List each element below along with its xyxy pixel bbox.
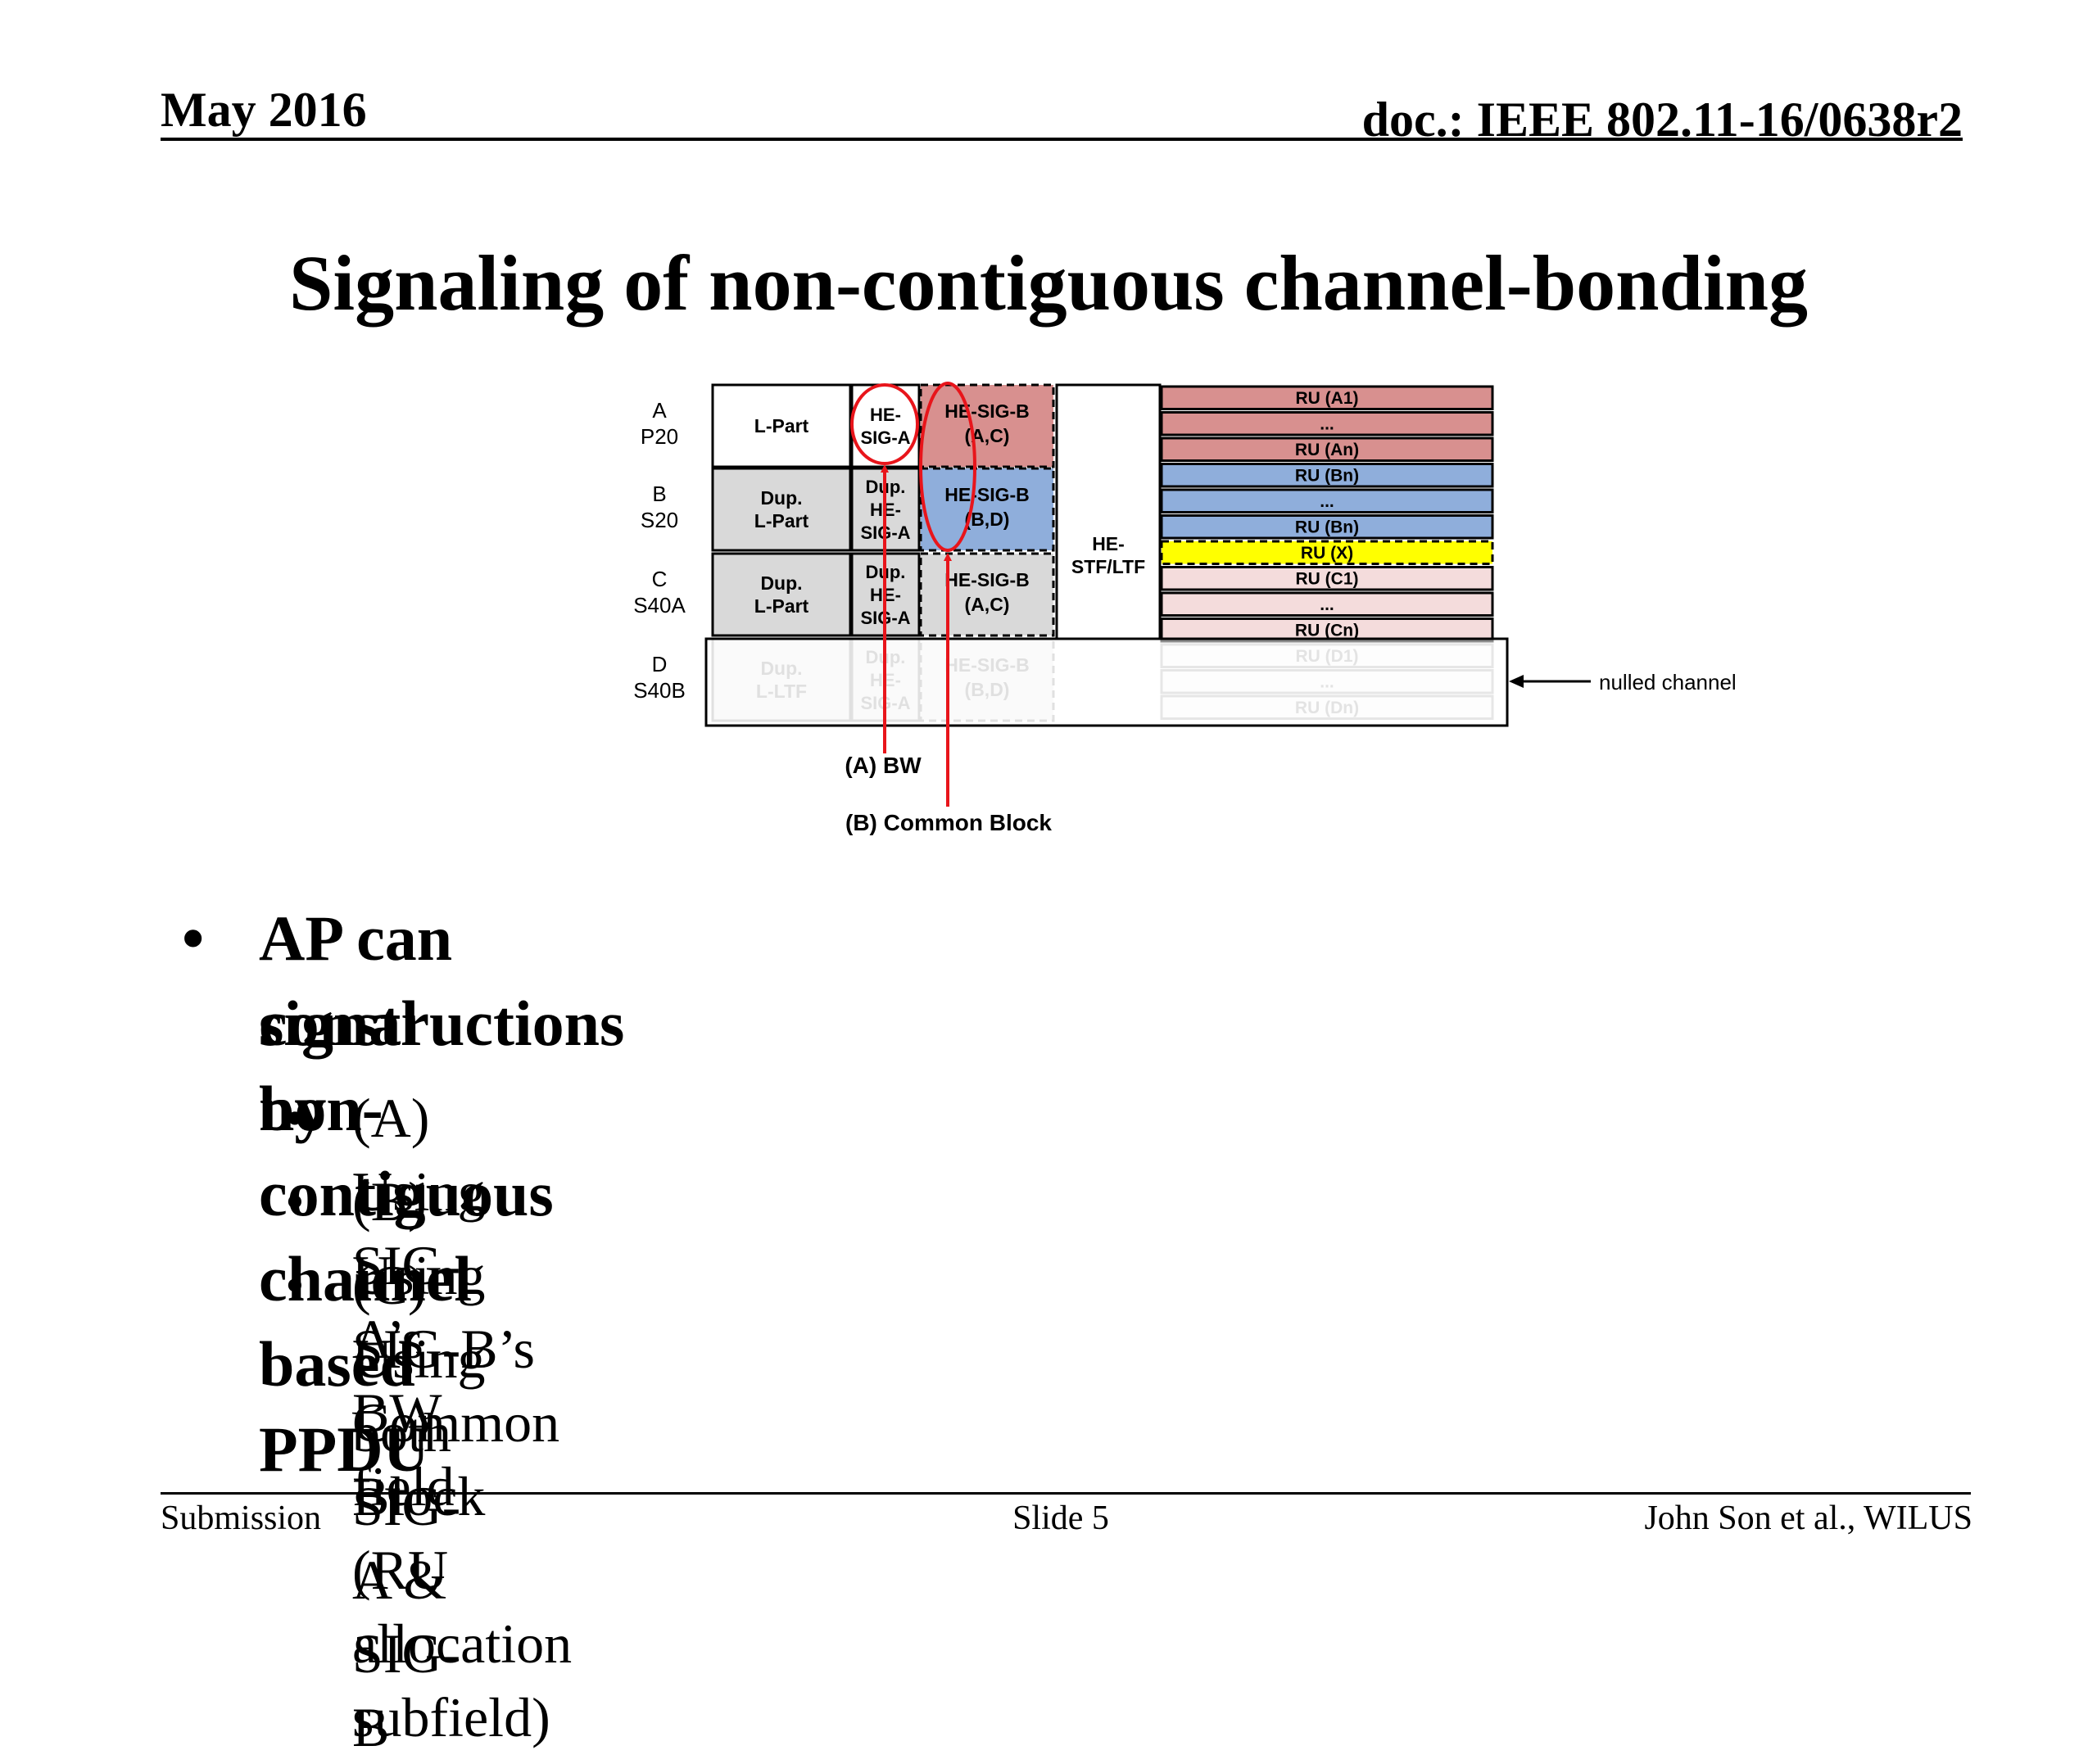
ru-strip [1160,411,1494,436]
sig-b-highlight-ellipse [919,382,976,552]
ru-strip [1160,566,1494,591]
ru-strip [1160,436,1494,462]
lpart-label: L-Part [754,595,809,617]
footer-slide-number: Slide 5 [1012,1499,1109,1537]
lpart-cell [711,552,852,637]
sigb-cell [919,467,1055,552]
channel-letter: A [652,398,667,423]
sigb-cell [919,552,1055,637]
footer-submission: Submission [161,1499,322,1537]
siga-label: SIG-A [860,427,910,448]
sub-bullet-dot: • [285,1254,305,1316]
ru-strip [1160,488,1494,513]
channel-name: P20 [641,424,678,449]
bullet-main-line1: AP can signal non-contiguous channel bas… [259,902,554,1485]
header-date: May 2016 [161,83,367,137]
ru-label: ... [1320,595,1334,614]
ru-label: RU (A1) [1296,389,1359,408]
ru-strip [1160,540,1494,565]
sigb-cell [919,383,1055,468]
ru-strip [1160,385,1494,410]
channel-letter: D [652,652,668,676]
bullet-main-line2: constructions by [259,988,625,1144]
sub-bullet-dot: • [285,1170,305,1233]
lpart-cell [711,467,852,552]
sig-a-highlight-ellipse [850,383,919,465]
slide-title: Signaling of non-contiguous channel-bond… [289,239,1808,327]
ru-label: RU (Cn) [1295,622,1359,640]
ru-label: RU (An) [1295,441,1359,459]
sigb-label: HE-SIG-B [944,400,1030,422]
sub-bullet-dot: • [285,1087,305,1149]
nulled-arrow-head [1509,675,1524,688]
sigb-label: HE-SIG-B [944,569,1030,590]
ru-label: ... [1320,415,1334,434]
sigb-label: (A,C) [965,594,1010,615]
ru-label: RU (X) [1301,544,1353,563]
footer-rule [161,1492,1971,1495]
header-rule [161,138,1963,141]
sigb-label: HE-SIG-B [944,484,1030,505]
channel-letter: B [652,482,666,506]
nulled-channel-box [704,637,1509,727]
ru-strip [1160,591,1494,617]
lpart-label: L-Part [754,510,809,531]
lpart-cell [711,383,852,468]
he-stf-ltf-cell [1055,383,1162,640]
ru-label: RU (C1) [1296,570,1359,589]
ru-strip [1160,514,1494,540]
bw-label: (A) BW [845,753,922,778]
channel-letter: C [652,567,668,591]
nulled-channel-label: nulled channel [1599,670,1737,694]
lpart-label: Dup. [760,572,802,594]
ru-label: RU (Bn) [1295,518,1359,537]
stf-label: HE- [1092,533,1125,554]
sub-bullet-a: (A) Using SIG-A’s BW field [352,1087,486,1517]
footer-author: John Son et al., WILUS [1644,1499,1972,1537]
ru-strip [1160,463,1494,488]
bullet-dot: • [182,902,205,974]
channel-name: S20 [641,508,678,532]
common-block-label: (B) Common Block [845,810,1052,835]
lpart-label: Dup. [760,487,802,509]
siga-label: HE- [870,405,901,425]
ru-label: RU (Bn) [1295,467,1359,486]
channel-name: S40A [633,593,686,617]
stf-label: STF/LTF [1071,556,1145,577]
ru-label: ... [1320,492,1334,511]
channel-name: S40B [633,678,686,703]
lpart-label: L-Part [754,415,809,436]
channel-bonding-diagram: AP20BS20CS40ADS40BL-PartDup.L-PartDup.L-… [633,382,1737,835]
